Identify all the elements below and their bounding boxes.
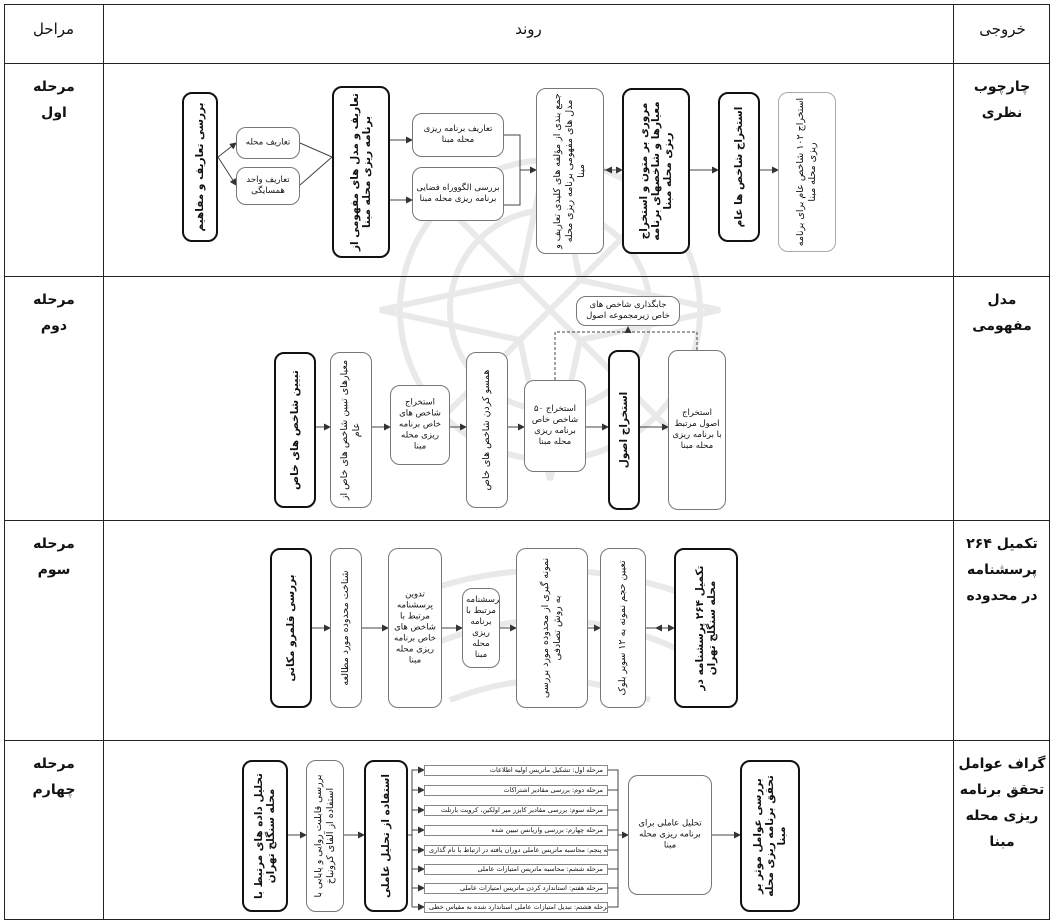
box-264-questionnaires: تکمیل ۲۶۴ پرسشنامه در محله سنگلج تهران <box>674 548 738 708</box>
box-study-area-recognition: شناخت محدوده مورد مطالعه <box>330 548 362 708</box>
row-divider <box>4 740 1050 741</box>
box-extract-principles: استخراج اصول <box>608 350 640 510</box>
stage-2-label: مرحله دوم <box>33 292 75 334</box>
box-align-specific-indicators: همسو کردن شاخص های خاص <box>466 352 508 508</box>
box-nbp-definitions: تعاریف برنامه ریزی محله مبنا <box>412 113 504 157</box>
factor-step-4: مرحله چهارم: بررسی واریانس تبیین شده <box>424 825 608 836</box>
header-output: خروجی <box>979 20 1026 38</box>
box-neighborhood-unit-definitions: تعاریف واحد همسایگی <box>236 167 300 205</box>
box-conceptual-models: تعاریف و مدل های مفهومی از برنامه ریزی م… <box>332 86 390 258</box>
factor-step-5: مرحله پنجم: محاسبه ماتریس عاملی دوران یا… <box>424 845 608 856</box>
box-data-analysis: تحلیل داده های مرتبط با محله سنگلج تهران <box>242 760 288 912</box>
box-extract-50-indicators: استخراج ۵۰ شاخص خاص برنامه ریزی محله مبن… <box>524 380 586 472</box>
column-divider <box>103 4 104 920</box>
box-explain-specific-indicators: تبیین شاخص های خاص <box>274 352 316 508</box>
box-effective-factors: بررسی عوامل موثر بر تحقق برنامه ریزی محل… <box>740 760 800 912</box>
box-extract-specific-indicators: استخراج شاخص های خاص برنامه ریزی محله مب… <box>390 385 450 465</box>
stage-1-output: چارچوب نظری <box>973 79 1031 121</box>
header-stages: مراحل <box>32 20 75 38</box>
box-neighborhood-definitions: تعاریف محله <box>236 127 300 159</box>
box-cronbach-alpha: بررسی قابلیت روایی و پایایی با استفاده ا… <box>306 760 344 912</box>
box-questionnaire-design: تدوین پرسشنامه مرتبط با شاخص های خاص برن… <box>388 548 442 708</box>
factor-step-6: مرحله ششم: محاسبه ماتریس امتیازات عاملی <box>424 864 608 875</box>
factor-step-7: مرحله هفتم: استاندارد کردن ماتریس امتیاز… <box>424 883 608 894</box>
box-related-principles: استخراج اصول مرتبط با برنامه ریزی محله م… <box>668 350 726 510</box>
box-questionnaire: پرسشنامه مرتبط با برنامه ریزی محله مبنا <box>462 588 500 668</box>
box-spatial-pattern-review: بررسی الگووراه فضایی برنامه ریزی محله مب… <box>412 167 504 221</box>
column-divider <box>953 4 954 920</box>
factor-step-8: مرحله هشتم: تبدیل امتیازات عاملی استاندا… <box>424 902 608 913</box>
box-spatial-scope: بررسی قلمرو مکانی <box>270 548 312 708</box>
stage-4-label: مرحله چهارم <box>32 756 76 798</box>
row-divider <box>4 276 1050 277</box>
row-divider <box>4 63 1050 64</box>
process-table <box>4 4 1050 920</box>
header-process: روند <box>515 20 542 38</box>
box-criteria-specific-from-general: معیارهای تبیین شاخص های خاص از عام <box>330 352 372 508</box>
stage-1-label: مرحله اول <box>33 79 75 121</box>
factor-step-2: مرحله دوم: بررسی مقادیر اشتراکات <box>424 785 608 796</box>
box-random-sampling: نمونه گیری از محدوده مورد بررسی به روش ت… <box>516 548 588 708</box>
box-literature-review: مروری بر متون و استخراج معیارها و شاخصها… <box>622 88 690 254</box>
box-key-components-summary: جمع بندی از مؤلفه های کلیدی تعاریف و مدل… <box>536 88 604 254</box>
stage-2-output: مدل مفهومی <box>972 292 1032 334</box>
row-divider <box>4 520 1050 521</box>
box-placement-specific-indicators: جابگذاری شاخص های خاص زیرمجموعه اصول <box>576 296 680 326</box>
stage-3-label: مرحله سوم <box>33 536 75 578</box>
box-factor-analysis-nbp: تحلیل عاملی برای برنامه ریزی محله مبنا <box>628 775 712 895</box>
box-extract-general-indicators: استخراج شاخص ها عام <box>718 92 760 242</box>
factor-step-3: مرحله سوم: بررسی مقادیر کایزر میر اولکین… <box>424 805 608 816</box>
box-review-definitions: بررسی تعاریف و مفاهیم <box>182 92 218 242</box>
stage-4-output: گراف عوامل تحقق برنامه ریزی محله مبنا <box>958 756 1046 850</box>
stage-3-output: تکمیل ۲۶۴ پرسشنامه در محدوده <box>966 536 1038 604</box>
box-factor-analysis: استفاده از تحلیل عاملی <box>364 760 408 912</box>
box-102-indicators: استخراج ۱۰۲ شاخص عام برای برنامه ریزی مح… <box>778 92 836 252</box>
factor-step-1: مرحله اول: تشکیل ماتریس اولیه اطلاعات <box>424 765 608 776</box>
box-sample-size: تعیین حجم نمونه به ۱۲ سوبر بلوک <box>600 548 646 708</box>
